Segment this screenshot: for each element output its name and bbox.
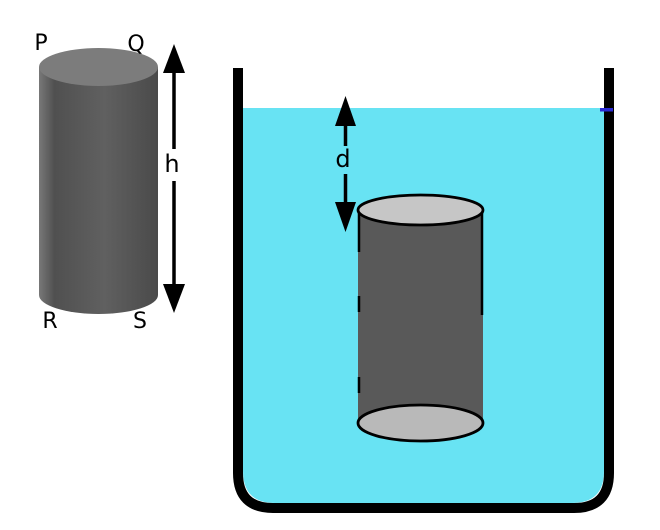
reference-cylinder: P Q R S bbox=[34, 31, 158, 334]
reference-cylinder-body bbox=[39, 67, 158, 314]
depth-dimension-arrow: d bbox=[335, 96, 356, 232]
depth-label: d bbox=[335, 145, 350, 173]
depth-arrow-down-head-icon bbox=[335, 202, 356, 232]
height-arrow-up-head-icon bbox=[163, 44, 185, 73]
reference-cylinder-top-face bbox=[39, 48, 158, 86]
water-level-tick bbox=[600, 108, 613, 112]
height-dimension-arrow: h bbox=[163, 44, 185, 313]
depth-arrow-up-head-icon bbox=[335, 96, 356, 126]
submerged-cylinder-top-face bbox=[356, 193, 485, 227]
submerged-cylinder-body bbox=[358, 210, 483, 423]
height-label: h bbox=[164, 150, 179, 178]
label-Q: Q bbox=[127, 32, 144, 57]
height-arrow-down-head-icon bbox=[163, 284, 185, 313]
label-P: P bbox=[34, 31, 47, 56]
submerged-cylinder bbox=[356, 193, 485, 443]
submerged-cylinder-bottom-face bbox=[356, 403, 485, 443]
label-S: S bbox=[133, 309, 147, 334]
tank-walls bbox=[233, 68, 614, 513]
label-R: R bbox=[42, 309, 57, 334]
liquid-tank: d bbox=[233, 68, 614, 513]
